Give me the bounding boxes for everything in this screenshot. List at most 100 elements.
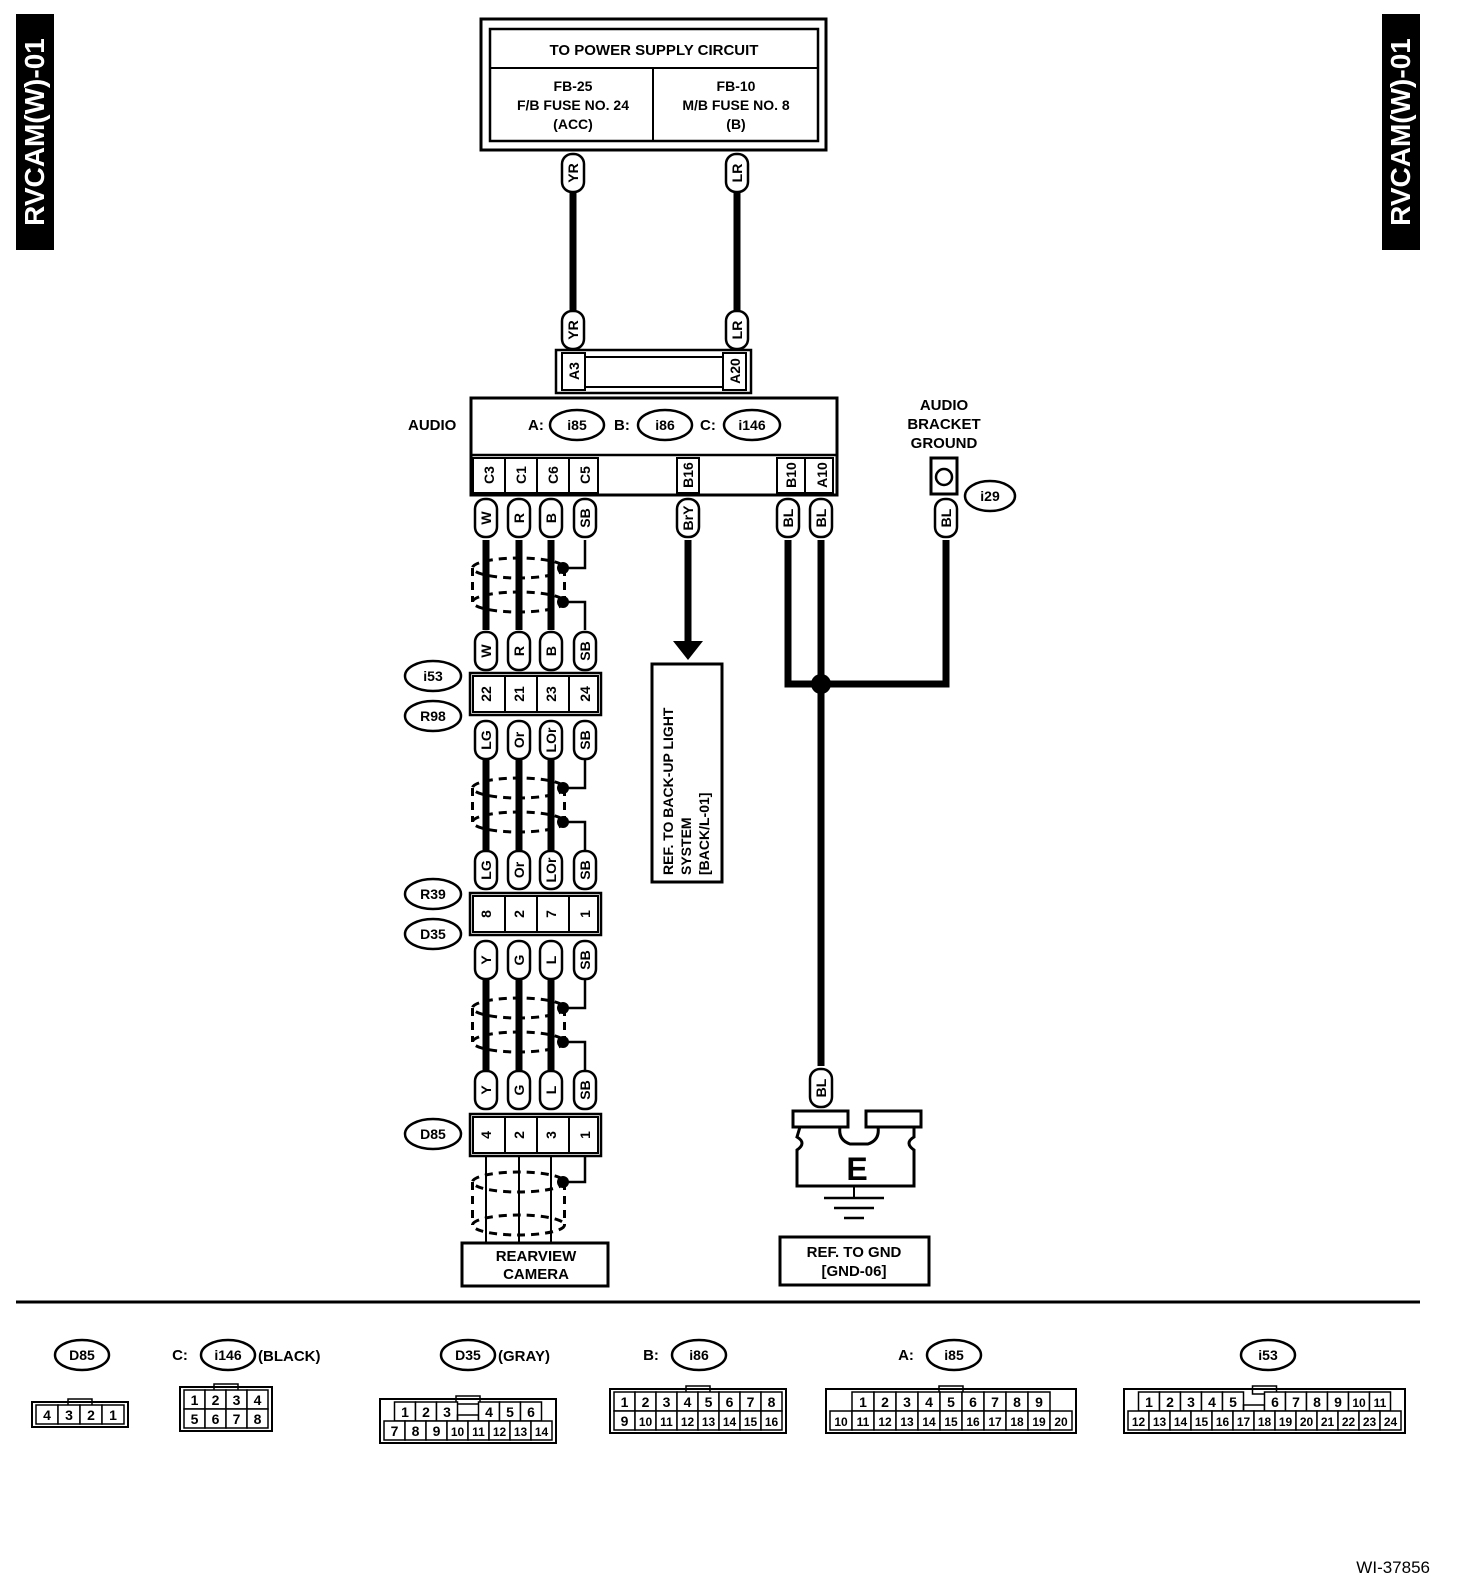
pin-number-8: 8	[1313, 1394, 1321, 1410]
wire-color-tag	[473, 630, 499, 672]
pin-number-23: 23	[1363, 1415, 1377, 1429]
wire-color-tag	[473, 939, 499, 981]
wire-color-r: R	[511, 646, 527, 656]
pin-c1: C1	[513, 466, 529, 484]
backup-ref-line3: [BACK/L-01]	[696, 793, 712, 875]
pin-1: 1	[577, 1131, 593, 1139]
pin-number-11: 11	[472, 1425, 485, 1439]
pin-number-13: 13	[1153, 1415, 1167, 1429]
wire-color-tag	[506, 939, 532, 981]
pin-cell	[246, 1408, 269, 1429]
ground-wiring	[784, 540, 950, 1066]
wire-color-b: B	[543, 513, 559, 523]
power-supply-box: TO POWER SUPPLY CIRCUIT FB-25 F/B FUSE N…	[479, 17, 828, 152]
connector-outline	[379, 1398, 557, 1444]
pin-number-2: 2	[87, 1407, 95, 1423]
pin-number-7: 7	[991, 1394, 999, 1410]
connector-id-i53: i53	[1258, 1347, 1278, 1363]
connector-id-i146: i146	[214, 1347, 241, 1363]
bracket-connector-i29: i29	[980, 488, 1000, 504]
wire-color-tag	[473, 497, 499, 539]
wire-color-y: Y	[478, 955, 494, 965]
pin-number-20: 20	[1300, 1415, 1314, 1429]
power-box-right-line1: FB-10	[717, 78, 756, 94]
pin-number-21: 21	[1321, 1415, 1335, 1429]
pin-number-6: 6	[969, 1394, 977, 1410]
camera-label-line2: CAMERA	[503, 1266, 569, 1283]
ground-terminal-e: E REF. TO GND [GND-06]	[778, 1109, 931, 1287]
pin-number-8: 8	[254, 1411, 262, 1427]
camera-label-line1: REARVIEW	[496, 1248, 577, 1265]
connector-id-oval	[199, 1338, 257, 1372]
wire-color-bl: BL	[780, 508, 796, 527]
pin-number-1: 1	[859, 1394, 867, 1410]
connector-outline	[1123, 1388, 1406, 1434]
figure-id: WI-37856	[1356, 1558, 1430, 1577]
wire-color-sb: SB	[577, 730, 593, 749]
drain-wire	[563, 1156, 587, 1184]
rearview-camera-box: REARVIEW CAMERA	[460, 1241, 610, 1288]
wire-color-tag	[775, 497, 801, 539]
pin-22: 22	[478, 686, 494, 702]
wire-color-tag	[572, 1069, 598, 1111]
wire-color-or: Or	[511, 731, 527, 748]
connector-id-r98: R98	[420, 708, 446, 724]
power-box-right-line3: (B)	[726, 116, 745, 132]
connector-id-i53: i53	[423, 668, 443, 684]
pin-number-4: 4	[1208, 1394, 1216, 1410]
pin-number-4: 4	[925, 1394, 933, 1410]
audio-prefix-a: A:	[528, 417, 544, 434]
wire-color-g: G	[511, 1084, 527, 1095]
drain-wire	[563, 1040, 587, 1070]
pin-number-19: 19	[1279, 1415, 1293, 1429]
junction-connector	[468, 1112, 603, 1158]
pin-number-8: 8	[768, 1394, 776, 1410]
pin-c3: C3	[481, 466, 497, 484]
side-tab-left: RVCAM(W)-01	[16, 14, 54, 250]
pin-number-16: 16	[1216, 1415, 1230, 1429]
wire-color-g: G	[511, 954, 527, 965]
wire-color-tag	[572, 939, 598, 981]
wire-color-tag	[506, 849, 532, 891]
pin-number-16: 16	[966, 1415, 980, 1429]
audio-connector-i85: i85	[567, 417, 587, 433]
pin-number-10: 10	[451, 1425, 465, 1439]
pin-number-15: 15	[944, 1415, 958, 1429]
wire-color-tag	[560, 152, 586, 194]
audio-label: AUDIO	[408, 417, 457, 434]
connector-id-d35: D35	[455, 1347, 481, 1363]
backup-ref-line1: REF. TO BACK-UP LIGHT	[660, 707, 676, 875]
pin-a3: A3	[566, 362, 582, 380]
wire-color-tag	[506, 630, 532, 672]
pin-number-1: 1	[109, 1407, 117, 1423]
bracket-label-line1: AUDIO	[920, 397, 969, 414]
bracket-label-line2: BRACKET	[907, 416, 980, 433]
gnd-ref-line2: [GND-06]	[821, 1263, 886, 1280]
connector-id-i86: i86	[689, 1347, 709, 1363]
pin-number-12: 12	[1132, 1415, 1146, 1429]
wire-color-w: W	[478, 644, 494, 658]
pin-number-14: 14	[723, 1415, 737, 1429]
power-box-left-line1: FB-25	[554, 78, 593, 94]
wire-color-l: L	[543, 1085, 559, 1094]
connector-id-oval	[1239, 1338, 1297, 1372]
connector-id-oval	[403, 877, 463, 911]
pin-number-7: 7	[391, 1423, 399, 1439]
drain-wire	[563, 820, 587, 850]
wire-color-tag	[473, 1069, 499, 1111]
pin-number-10: 10	[1352, 1396, 1366, 1410]
wire-color-lor: LOr	[543, 857, 559, 882]
wire-color-tag	[538, 719, 564, 761]
pin-cell-blank	[1242, 1404, 1266, 1412]
ground-terminal-icon	[934, 467, 954, 487]
pin-number-3: 3	[663, 1394, 671, 1410]
connector-outline	[179, 1386, 273, 1432]
wire-color-tag	[538, 1069, 564, 1111]
wire-color-lor: LOr	[543, 727, 559, 752]
wire-color-bl: BL	[813, 1078, 829, 1097]
wire-color-sb: SB	[577, 641, 593, 660]
junction-connector	[468, 671, 603, 717]
pin-cell	[101, 1404, 125, 1425]
pin-23: 23	[543, 686, 559, 702]
